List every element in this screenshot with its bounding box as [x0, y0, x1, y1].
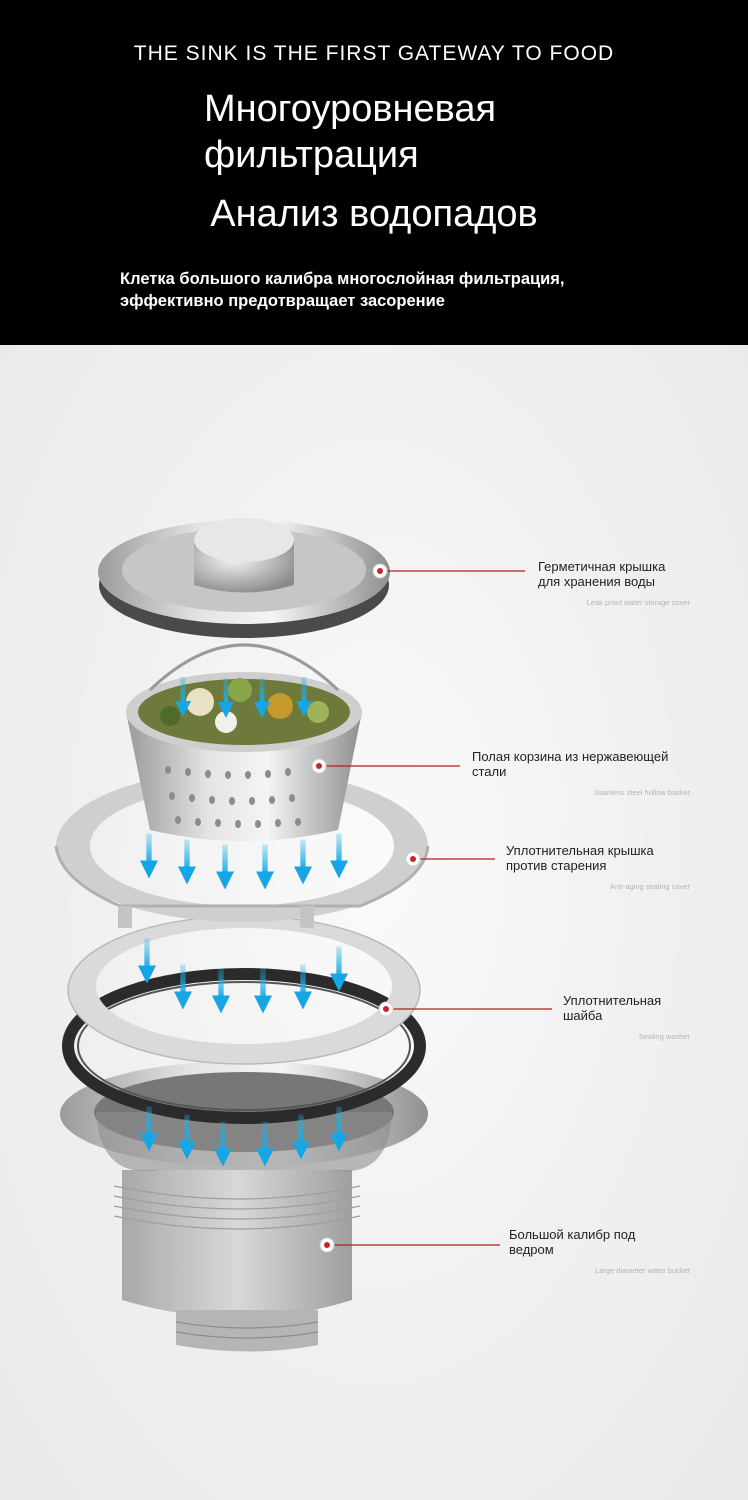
label-ru-line-1: Большой калибр под — [509, 1227, 636, 1242]
black-gasket-graphic — [62, 968, 426, 1124]
label-en: Anti-aging sealing cover — [609, 882, 690, 891]
sealing-cover-graphic — [54, 770, 430, 928]
title-block: Многоуровневая фильтрация — [204, 86, 496, 178]
label-en: Large diameter water bucket — [594, 1266, 690, 1275]
label-storage-cover: Герметичная крышка для хранения воды Lea… — [538, 559, 690, 607]
label-en: Sealing washer — [638, 1032, 690, 1041]
label-ru-line-2: ведром — [509, 1242, 554, 1257]
label-ru-line-2: для хранения воды — [538, 574, 655, 589]
subtitle-line-2: эффективно предотвращает засорение — [120, 292, 445, 310]
label-basket: Полая корзина из нержавеющей стали Stain… — [472, 749, 690, 797]
label-ru-line-1: Полая корзина из нержавеющей — [472, 749, 669, 764]
subtitle-line-1: Клетка большого калибра многослойная фил… — [120, 270, 565, 288]
pointer-dots — [311, 563, 421, 1253]
label-ru-line-2: против старения — [506, 858, 607, 873]
label-ru-line-1: Уплотнительная — [563, 993, 662, 1008]
label-en: Leak proof water storage cover — [586, 598, 690, 607]
label-ru-line-1: Герметичная крышка — [538, 559, 666, 574]
storage-cover-graphic — [98, 518, 390, 638]
label-ru-line-2: шайба — [563, 1008, 603, 1023]
water-bucket-graphic — [60, 1061, 428, 1352]
pointer-lines — [324, 570, 552, 1246]
subtitle: Клетка большого калибра многослойная фил… — [120, 268, 565, 312]
label-sealing-washer: Уплотнительная шайба Sealing washer — [563, 993, 690, 1041]
title-line-2: фильтрация — [204, 134, 419, 176]
basket-graphic — [126, 643, 362, 841]
label-ru-line-1: Уплотнительная крышка — [506, 843, 654, 858]
label-en: Stainless steel hollow basket — [594, 788, 690, 797]
header-banner: THE SINK IS THE FIRST GATEWAY TO FOOD Мн… — [0, 0, 748, 345]
title-line-1: Многоуровневая — [204, 88, 497, 130]
label-water-bucket: Большой калибр под ведром Large diameter… — [509, 1227, 690, 1275]
tagline: THE SINK IS THE FIRST GATEWAY TO FOOD — [133, 42, 615, 65]
label-sealing-cover: Уплотнительная крышка против старения An… — [506, 843, 690, 891]
title-line-3: Анализ водопадов — [210, 193, 538, 235]
label-ru-line-2: стали — [472, 764, 507, 779]
